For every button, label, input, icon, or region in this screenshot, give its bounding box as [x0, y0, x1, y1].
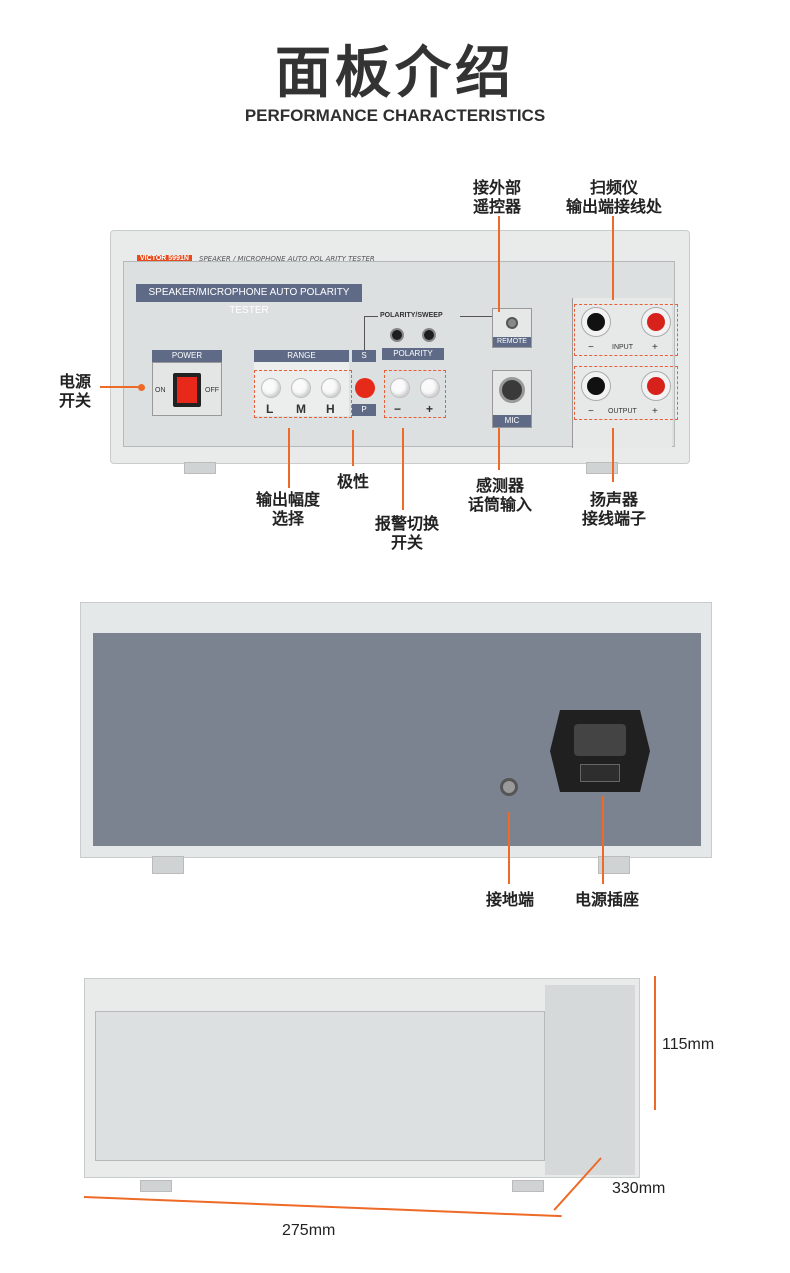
front-foot-right: [586, 462, 618, 474]
led-right: [422, 328, 436, 342]
input-minus-text: −: [588, 342, 594, 353]
angled-device: [84, 978, 640, 1178]
power-socket[interactable]: [550, 710, 650, 792]
line-polarity: [352, 430, 354, 466]
remote-box: REMOTE: [492, 308, 532, 348]
remote-label: REMOTE: [493, 337, 531, 347]
dot-power: [138, 384, 145, 391]
output-minus-text: −: [588, 406, 594, 417]
back-foot-left: [152, 856, 184, 874]
power-rocker: [177, 377, 197, 403]
led-left: [390, 328, 404, 342]
ground-terminal[interactable]: [500, 778, 518, 796]
p-label: P: [352, 404, 376, 416]
mic-label: MIC: [493, 415, 531, 427]
line-range: [288, 428, 290, 488]
sweep-line-left-v: [364, 316, 365, 350]
power-box: ON OFF: [152, 362, 222, 416]
input-highlight: [574, 304, 678, 356]
callout-power: 电源 开关: [58, 372, 91, 410]
dim-height-line: [654, 976, 656, 1110]
callout-speaker: 扬声器 接线端子: [581, 490, 646, 528]
dim-height: 115mm: [662, 1036, 715, 1053]
mic-jack[interactable]: [499, 377, 525, 403]
input-label: INPUT: [612, 344, 633, 351]
callout-ground: 接地端: [485, 890, 534, 909]
polarity-sp-button[interactable]: [355, 378, 375, 398]
line-alarm: [402, 428, 404, 510]
sweep-line-left: [364, 316, 378, 317]
s-label: S: [352, 350, 376, 362]
front-panel-device: VICTOR 5991N SPEAKER / MICROPHONE AUTO P…: [110, 230, 690, 464]
callout-range: 输出幅度 选择: [255, 490, 320, 528]
line-ground: [508, 812, 510, 884]
range-m-text: M: [296, 402, 306, 416]
callout-sweep: 扫频仪 输出端接线处: [565, 178, 662, 216]
polarity-label: POLARITY: [382, 348, 444, 360]
range-l-text: L: [266, 402, 274, 416]
line-socket: [602, 796, 604, 884]
output-label: OUTPUT: [608, 408, 637, 415]
page-title: 面板介绍: [275, 41, 515, 106]
output-minus-terminal[interactable]: [582, 372, 610, 400]
callout-mic: 感测器 话筒输入: [467, 476, 532, 514]
callout-remote: 接外部 遥控器: [472, 178, 521, 216]
callout-polarity: 极性: [336, 472, 369, 491]
polarity-plus-text: +: [426, 402, 434, 416]
model-desc: SPEAKER / MICROPHONE AUTO POL ARITY TEST…: [199, 255, 375, 263]
sweep-line-right: [460, 316, 492, 317]
mic-box: MIC: [492, 370, 532, 428]
dim-width: 275mm: [282, 1222, 336, 1239]
on-label: ON: [155, 387, 166, 394]
output-plus-terminal[interactable]: [642, 372, 670, 400]
back-foot-right: [598, 856, 630, 874]
polarity-minus-button[interactable]: [390, 378, 410, 398]
output-plus-text: +: [652, 406, 658, 417]
range-label: RANGE: [254, 350, 349, 362]
dim-depth: 330mm: [612, 1180, 666, 1197]
polarity-plus-button[interactable]: [420, 378, 440, 398]
line-sweep: [612, 216, 614, 300]
polarity-highlight: [384, 370, 446, 418]
input-plus-terminal[interactable]: [642, 308, 670, 336]
range-h-text: H: [326, 402, 335, 416]
output-highlight: [574, 366, 678, 420]
range-highlight: [254, 370, 352, 418]
line-power: [100, 386, 142, 388]
panel-title: SPEAKER/MICROPHONE AUTO POLARITY TESTER: [136, 284, 362, 316]
range-button-m[interactable]: [291, 378, 311, 398]
power-label: POWER: [152, 350, 222, 362]
dim-width-line: [83, 1196, 562, 1218]
brand-badge: VICTOR 5991N: [137, 255, 192, 265]
front-inner-panel: SPEAKER/MICROPHONE AUTO POLARITY TESTER …: [123, 261, 678, 448]
callout-socket: 电源插座: [574, 890, 639, 909]
off-label: OFF: [205, 387, 219, 394]
line-mic: [498, 428, 500, 470]
callout-alarm: 报警切换 开关: [374, 514, 439, 552]
angled-foot-left: [140, 1180, 172, 1192]
remote-jack[interactable]: [506, 317, 518, 329]
polarity-minus-text: −: [394, 402, 402, 416]
input-minus-terminal[interactable]: [582, 308, 610, 336]
model-strip: VICTOR 5991N SPEAKER / MICROPHONE AUTO P…: [129, 253, 649, 265]
polarity-sweep-label: POLARITY/SWEEP: [380, 312, 443, 319]
socket-pins: [574, 724, 626, 756]
angled-foot-right: [512, 1180, 544, 1192]
range-button-h[interactable]: [321, 378, 341, 398]
angled-side: [545, 985, 635, 1175]
angled-inner-panel: [95, 1011, 545, 1161]
input-plus-text: +: [652, 342, 658, 353]
power-switch[interactable]: [173, 373, 201, 407]
range-button-l[interactable]: [261, 378, 281, 398]
line-remote: [498, 216, 500, 312]
front-foot-left: [184, 462, 216, 474]
fuse-holder: [580, 764, 620, 782]
page-subtitle: PERFORMANCE CHARACTERISTICS: [244, 106, 546, 125]
line-speaker: [612, 428, 614, 482]
